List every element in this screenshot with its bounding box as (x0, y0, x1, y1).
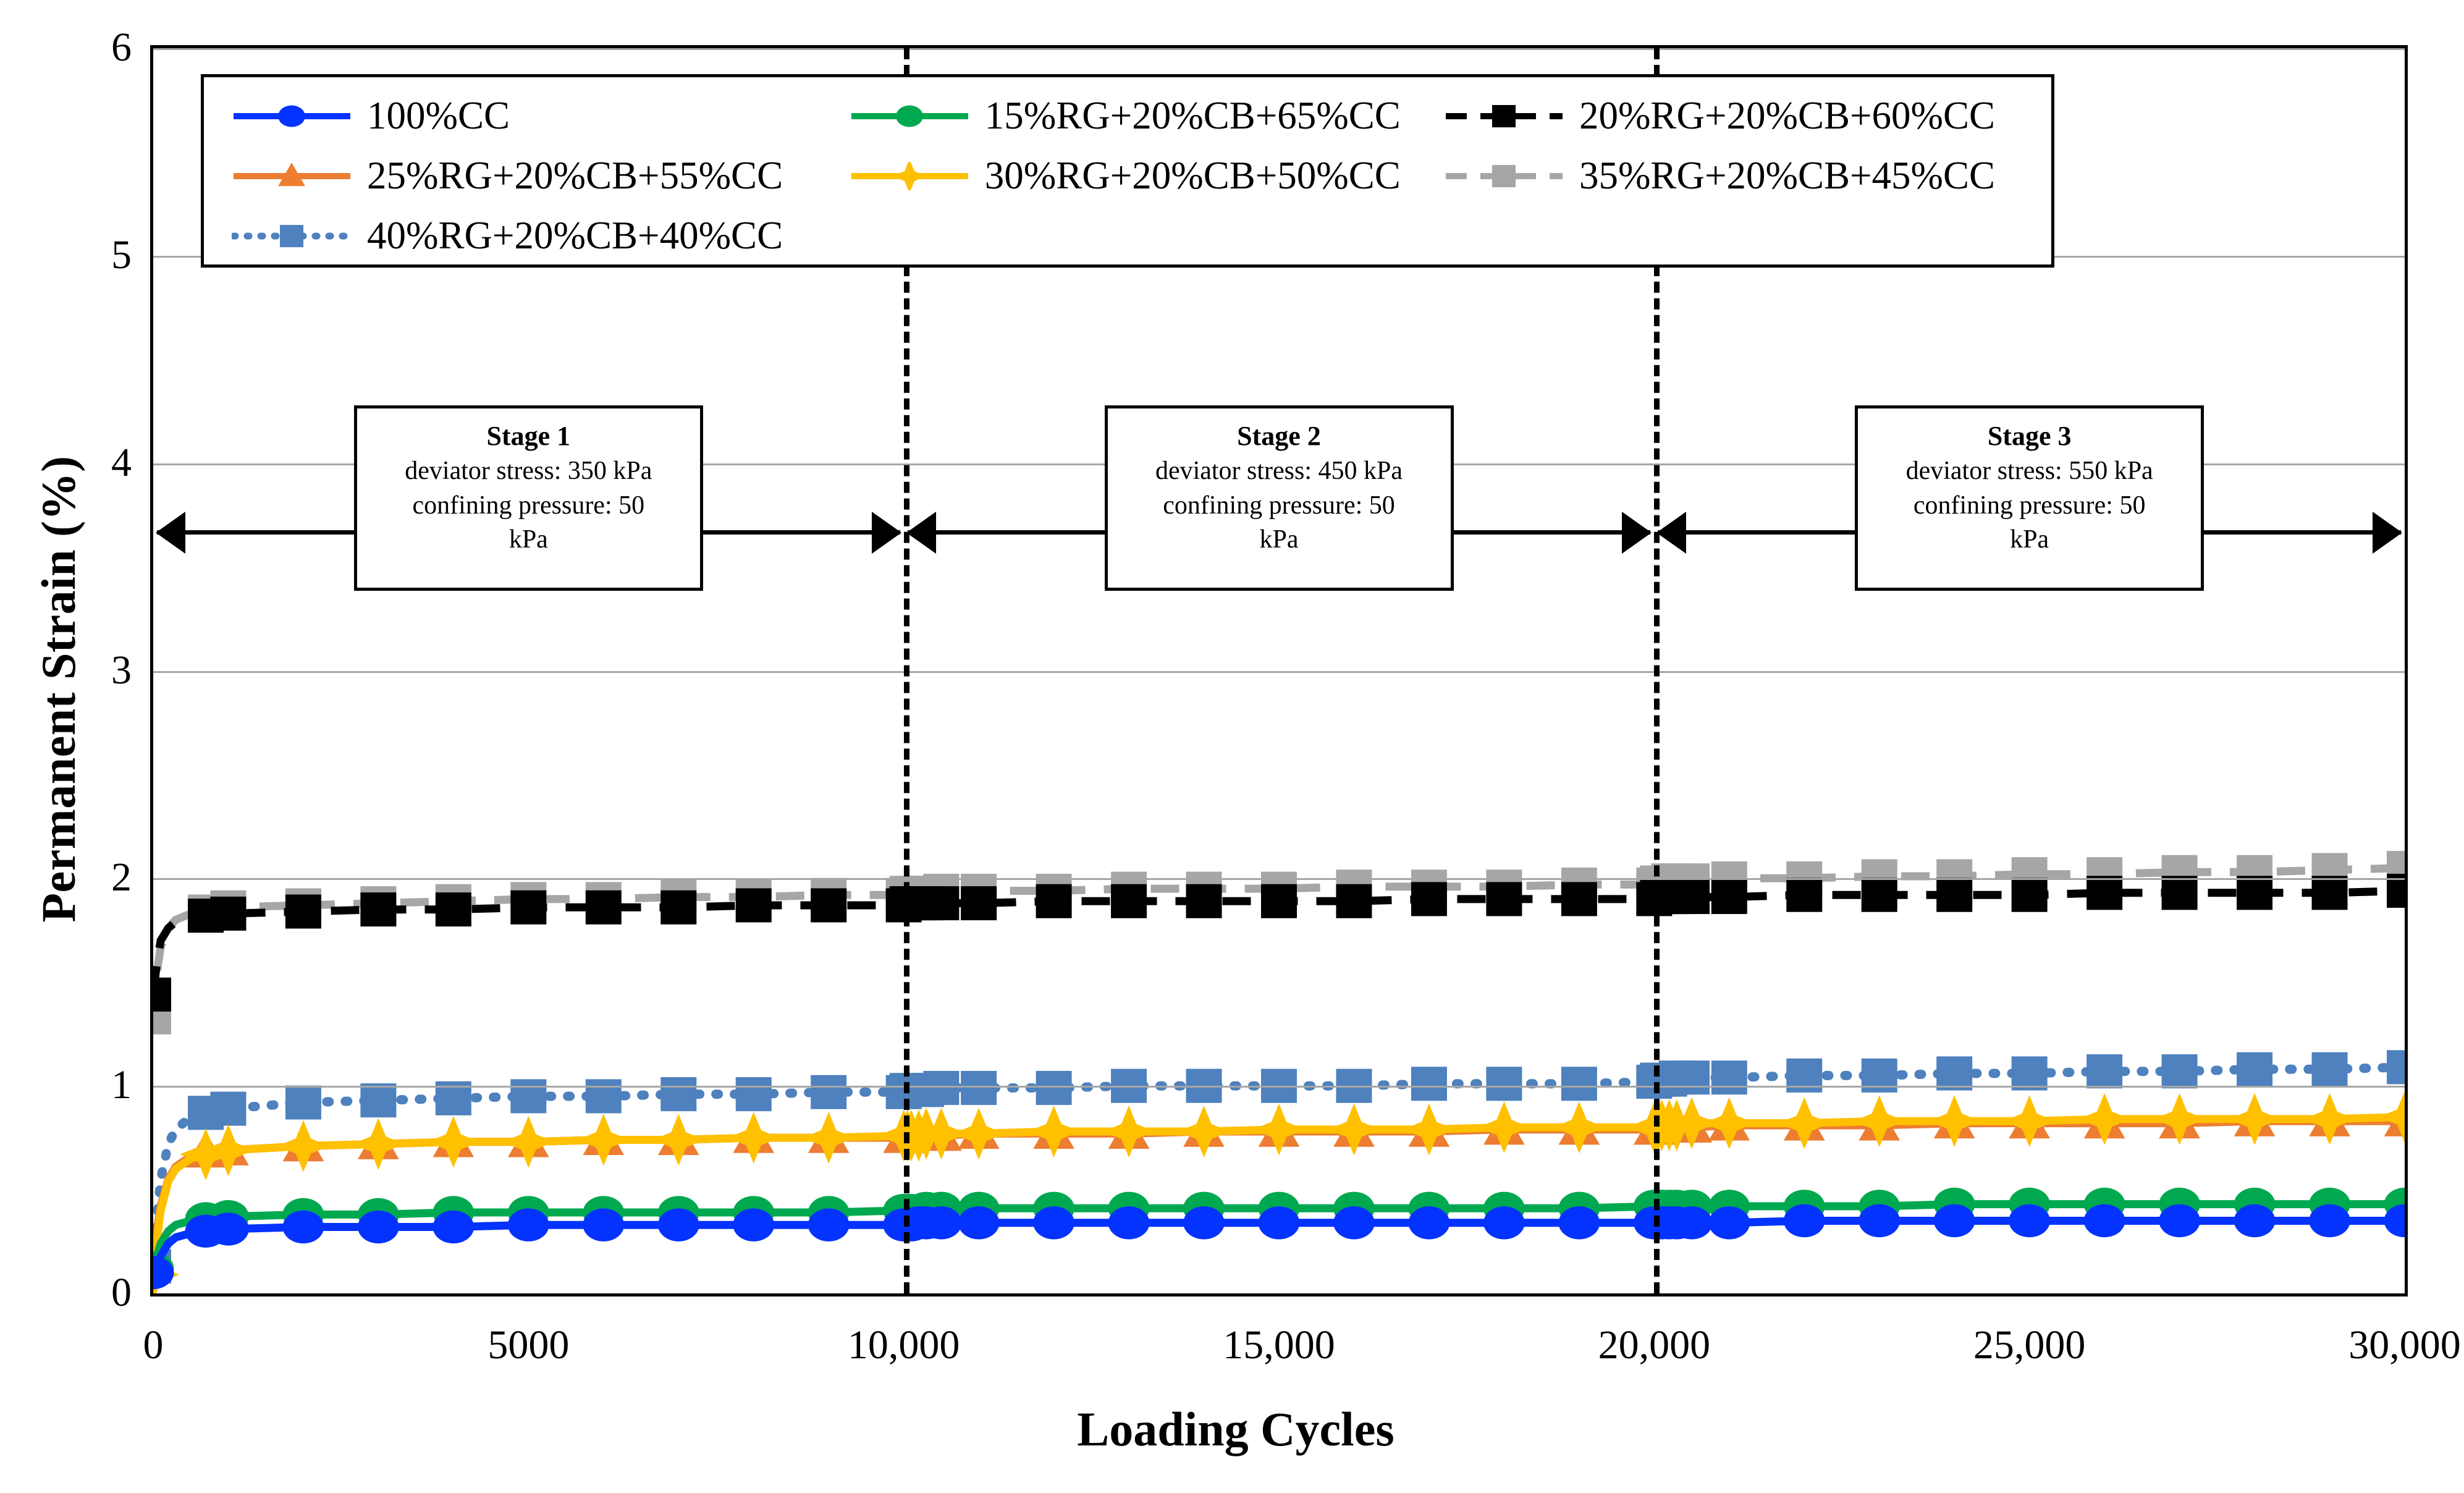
legend-swatch-circle-icon (850, 102, 970, 130)
legend-swatch-circle-icon (232, 102, 352, 130)
x-tick-10,000: 10,000 (847, 1322, 960, 1368)
stage-3-confining-pressure: confining pressure: 50 (1913, 491, 2146, 520)
x-tick-15,000: 15,000 (1223, 1322, 1335, 1368)
legend-swatch-diamond-icon (850, 161, 970, 190)
legend-label: 40%RG+20%CB+40%CC (367, 214, 783, 257)
stage-1-deviator-stress: deviator stress: 350 kPa (405, 457, 652, 486)
series-100%CC (153, 1204, 2405, 1290)
legend-label: 25%RG+20%CB+55%CC (367, 154, 783, 197)
stage-2-arrow-left-icon (906, 512, 936, 554)
stage-1-arrow-left-icon (156, 512, 185, 554)
stage-divider-20000 (1654, 48, 1660, 1293)
x-tick-30,000: 30,000 (2348, 1322, 2461, 1368)
gridline-y-2 (153, 878, 2405, 881)
legend-row: 25%RG+20%CB+55%CC 30%RG+20%CB+50%CC 35%RG+… (204, 146, 2051, 206)
legend-swatch-square-icon (1444, 102, 1564, 130)
stage-1-confining-pressure: confining pressure: 50 (412, 491, 645, 520)
x-axis-title: Loading Cycles (1077, 1402, 1394, 1456)
x-tick-25,000: 25,000 (1973, 1322, 2086, 1368)
legend-row: 40%RG+20%CB+40%CC (204, 206, 2051, 266)
legend-item-15%RG+20%CB+65%CC[interactable]: 15%RG+20%CB+65%CC (850, 93, 1444, 138)
gridline-y-1 (153, 1086, 2405, 1088)
y-tick-0: 0 (111, 1270, 132, 1315)
stage-2-confining-pressure: confining pressure: 50 (1163, 491, 1395, 520)
gridline-y-3 (153, 670, 2405, 673)
stage-1-confining-pressure-unit: kPa (508, 525, 548, 554)
legend-item-25%RG+20%CB+55%CC[interactable]: 25%RG+20%CB+55%CC (204, 153, 850, 198)
legend-swatch-square-icon (232, 222, 352, 250)
legend-item-40%RG+20%CB+40%CC[interactable]: 40%RG+20%CB+40%CC (204, 213, 973, 258)
stage-3-deviator-stress: deviator stress: 550 kPa (1905, 457, 2153, 486)
stage-2-confining-pressure-unit: kPa (1259, 525, 1299, 554)
y-tick-6: 6 (111, 25, 132, 70)
stage-3-arrow-right-icon (2373, 512, 2402, 554)
stage-3-box: Stage 3 deviator stress: 550 kPa confining… (1855, 405, 2205, 591)
legend-label: 35%RG+20%CB+45%CC (1579, 154, 1996, 197)
legend-label: 15%RG+20%CB+65%CC (984, 94, 1401, 137)
legend: 100%CC 15%RG+20%CB+65%CC 20%RG+20%CB+60%CC… (201, 74, 2054, 268)
y-tick-1: 1 (111, 1062, 132, 1108)
legend-item-20%RG+20%CB+60%CC[interactable]: 20%RG+20%CB+60%CC (1444, 93, 2051, 138)
legend-swatch-square-icon (1444, 162, 1564, 190)
stage-2-title: Stage 2 (1237, 421, 1321, 451)
stage-1-title: Stage 1 (486, 421, 571, 451)
stage-2-arrow-right-icon (1622, 512, 1652, 554)
x-tick-20,000: 20,000 (1598, 1322, 1711, 1368)
stage-3-confining-pressure-unit: kPa (2010, 525, 2049, 554)
y-tick-4: 4 (111, 439, 132, 485)
legend-label: 100%CC (367, 94, 510, 137)
x-tick-0: 0 (143, 1322, 164, 1368)
gridline-y-6 (153, 48, 2405, 50)
y-tick-2: 2 (111, 855, 132, 900)
legend-row: 100%CC 15%RG+20%CB+65%CC 20%RG+20%CB+60%CC (204, 86, 2051, 146)
y-tick-3: 3 (111, 647, 132, 693)
stage-1-box: Stage 1 deviator stress: 350 kPa confining… (353, 405, 703, 591)
x-tick-5000: 5000 (487, 1322, 570, 1368)
stage-2-deviator-stress: deviator stress: 450 kPa (1155, 457, 1403, 486)
legend-label: 30%RG+20%CB+50%CC (984, 154, 1401, 197)
stage-3-arrow-left-icon (1656, 512, 1687, 554)
stage-divider-10000 (903, 48, 909, 1293)
stage-3-title: Stage 3 (1987, 421, 2072, 451)
series-20%RG+20%CB+60%CC (153, 873, 2405, 1012)
series-40%RG+20%CB+40%CC (153, 1050, 2405, 1284)
legend-swatch-triangle-icon (232, 162, 352, 190)
legend-item-30%RG+20%CB+50%CC[interactable]: 30%RG+20%CB+50%CC (850, 153, 1444, 198)
stage-2-box: Stage 2 deviator stress: 450 kPa confining… (1104, 405, 1454, 591)
y-tick-5: 5 (111, 232, 132, 277)
legend-label: 20%RG+20%CB+60%CC (1579, 94, 1996, 137)
stage-1-arrow-right-icon (871, 512, 901, 554)
legend-item-100%CC[interactable]: 100%CC (204, 93, 850, 138)
legend-item-35%RG+20%CB+45%CC[interactable]: 35%RG+20%CB+45%CC (1444, 153, 2051, 198)
